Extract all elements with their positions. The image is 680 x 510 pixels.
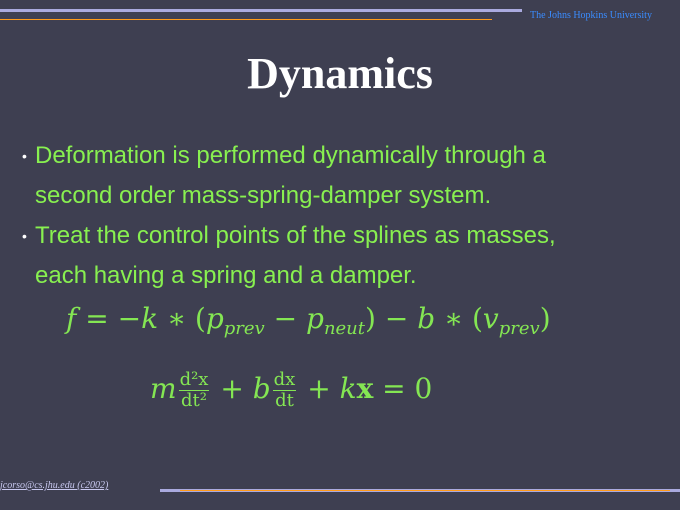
bullet-dot-icon: • — [22, 228, 27, 244]
bullet-item: • Deformation is performed dynamically t… — [22, 136, 652, 216]
force-equation: f = −k ∗ (pprev − pneut) − b ∗ (vprev) — [66, 302, 551, 339]
bullet-line: second order mass-spring-damper system. — [35, 182, 492, 209]
top-divider-lavender — [0, 9, 522, 12]
bottom-divider-orange — [180, 490, 670, 491]
top-divider-orange — [0, 19, 492, 20]
bullet-list: • Deformation is performed dynamically t… — [22, 136, 652, 296]
university-name: The Johns Hopkins University — [530, 10, 652, 21]
bullet-line: Treat the control points of the splines … — [35, 222, 556, 249]
bullet-item: • Treat the control points of the spline… — [22, 216, 652, 296]
slide-title: Dynamics — [247, 49, 433, 98]
author-email-link[interactable]: jcorso@cs.jhu.edu (c2002) — [0, 480, 109, 491]
bullet-line: each having a spring and a damper. — [35, 262, 417, 289]
bullet-dot-icon: • — [22, 148, 27, 164]
bullet-line: Deformation is performed dynamically thr… — [35, 142, 546, 169]
